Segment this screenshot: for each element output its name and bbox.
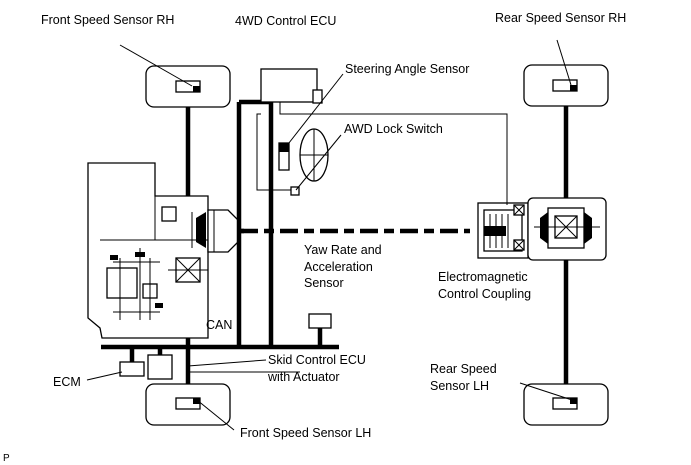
wheel-front-right [145,65,231,108]
figure-code: P [3,453,10,464]
rear-differential [527,197,607,261]
ecu-connector [312,89,323,104]
label-emc-2: Control Coupling [438,287,531,301]
label-skid-control-1: Skid Control ECU [268,353,366,367]
leader-lines [86,39,573,431]
wheel-rear-left [523,383,609,426]
label-steering-angle-sensor: Steering Angle Sensor [345,62,469,76]
fourwd-control-ecu [260,68,318,103]
label-emc-1: Electromagnetic [438,270,528,284]
wheel-rear-right [523,64,609,107]
label-front-speed-sensor-lh: Front Speed Sensor LH [240,426,371,440]
coupling-wiring [256,102,508,205]
label-rear-speed-lh-1: Rear Speed [430,362,497,376]
electromagnetic-control-coupling [477,202,529,259]
label-rear-speed-sensor-rh: Rear Speed Sensor RH [495,11,626,25]
label-can: CAN [206,318,232,332]
engine-transaxle [87,162,239,339]
can-bus [101,99,339,362]
awd-lock-switch [290,186,300,196]
wheel-front-left [145,383,231,426]
ecm [119,361,145,377]
label-yaw-rate-3: Sensor [304,276,344,290]
label-4wd-control-ecu: 4WD Control ECU [235,14,336,28]
label-ecm: ECM [53,375,81,389]
label-rear-speed-lh-2: Sensor LH [430,379,489,393]
label-front-speed-sensor-rh: Front Speed Sensor RH [41,13,174,27]
label-skid-control-2: with Actuator [267,370,340,384]
yaw-rate-acceleration-sensor [308,313,332,329]
label-yaw-rate-2: Acceleration [304,260,373,274]
label-awd-lock-switch: AWD Lock Switch [344,122,443,136]
skid-control-ecu [147,354,173,380]
label-yaw-rate-1: Yaw Rate and [304,243,382,257]
